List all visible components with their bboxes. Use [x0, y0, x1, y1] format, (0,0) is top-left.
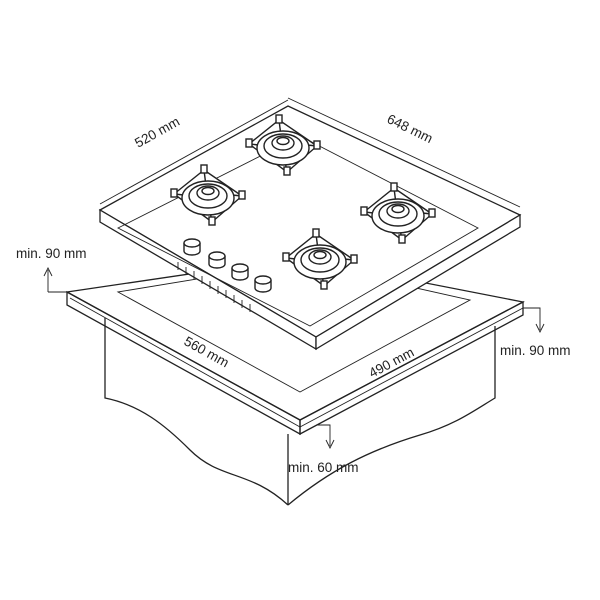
burner-right: [360, 182, 436, 244]
arrow-up-back: [43, 266, 53, 292]
label-clearance-front: min. 60 mm: [288, 460, 359, 475]
label-clearance-back: min. 90 mm: [16, 246, 87, 261]
burner-rear-center: [245, 114, 321, 176]
label-hob-width: 648 mm: [385, 111, 435, 146]
label-clearance-side: min. 90 mm: [500, 343, 571, 358]
dim-line-cutout-depth: [299, 307, 524, 428]
label-hob-depth: 520 mm: [132, 114, 182, 151]
dimension-lines: [69, 97, 524, 428]
arrow-down-side: [523, 307, 545, 334]
knob-2[interactable]: [208, 251, 226, 269]
arrow-down-front: [316, 424, 335, 450]
knob-1[interactable]: [183, 238, 201, 256]
dim-line-hob-width: [287, 97, 521, 208]
hob-glass-front-right: [315, 213, 521, 351]
knob-3[interactable]: [231, 263, 249, 281]
knob-4[interactable]: [254, 275, 272, 293]
clearance-arrows: [43, 266, 545, 450]
burners: [170, 114, 436, 290]
hob: [98, 105, 522, 351]
cabinet-left-side: [104, 318, 289, 506]
hob-teeth: [177, 262, 251, 312]
burner-rear-left: [170, 164, 246, 226]
burner-front-center: [282, 228, 358, 290]
hob-underbody: [117, 135, 479, 327]
worktop-front-right: [299, 300, 524, 436]
dim-line-hob-depth: [99, 99, 289, 205]
cabinet-right-side: [287, 326, 496, 506]
dim-line-cutout-width: [69, 297, 301, 428]
control-knobs: [183, 238, 272, 293]
